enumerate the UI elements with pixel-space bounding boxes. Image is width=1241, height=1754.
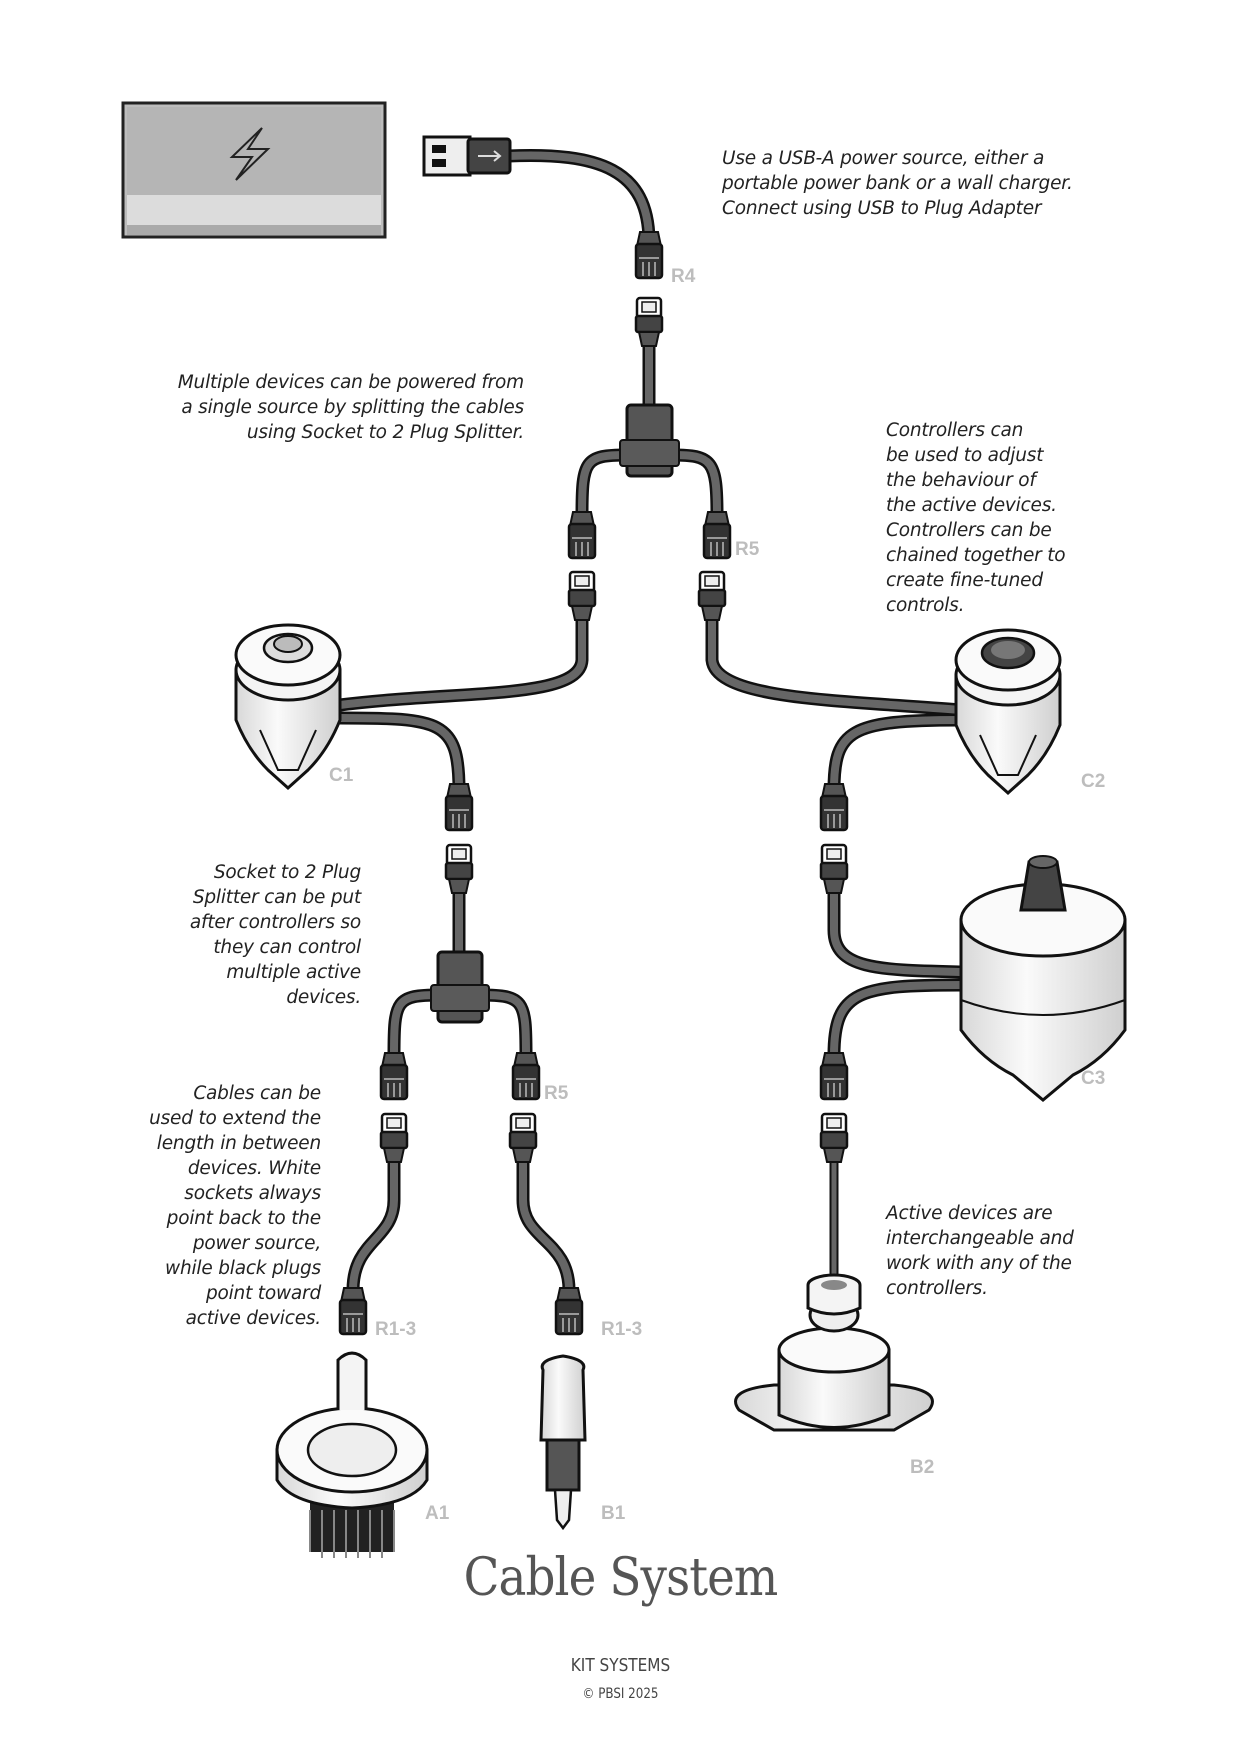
socket-connector — [634, 296, 664, 347]
plug-connector — [819, 783, 849, 832]
note-line: sockets always — [184, 1183, 321, 1204]
label-c1: C1 — [329, 765, 354, 786]
note-line: portable power bank or a wall charger. — [722, 173, 1073, 194]
plug-connector — [702, 511, 732, 560]
page-title: Cable System — [463, 1548, 779, 1608]
plug-connector — [379, 1052, 409, 1101]
plug-connector — [567, 511, 597, 560]
socket-connector — [508, 1112, 538, 1163]
label-b2: B2 — [910, 1457, 934, 1478]
splitter-bottom — [430, 950, 490, 1024]
plug-connector — [338, 1287, 368, 1336]
cables — [333, 149, 969, 1297]
note-line: length in between — [156, 1133, 321, 1154]
note-line: power source, — [192, 1233, 321, 1254]
note-line: used to extend the — [149, 1108, 321, 1129]
label-a1: A1 — [425, 1503, 450, 1524]
plug-connector — [634, 231, 664, 280]
brand-name: KIT SYSTEMS — [570, 1655, 671, 1676]
label-c3: C3 — [1081, 1068, 1105, 1089]
note-line: Active devices are — [886, 1203, 1053, 1224]
note-line: while black plugs — [165, 1258, 321, 1279]
controller-c3 — [959, 855, 1127, 1102]
note-line: Use a USB-A power source, either a — [722, 148, 1045, 169]
note-line: be used to adjust — [886, 445, 1044, 466]
note-line: interchangeable and — [886, 1228, 1074, 1249]
lightning-bolt-icon — [229, 127, 271, 181]
usb-plug — [422, 135, 512, 177]
note-line: create fine-tuned — [886, 570, 1043, 591]
note-controllers: Controllers can be used to adjust the beha… — [886, 418, 1066, 618]
socket-connector — [379, 1112, 409, 1163]
note-line: active devices. — [185, 1308, 322, 1329]
copyright: © PBSI 2025 — [582, 1686, 659, 1702]
note-line: work with any of the — [886, 1253, 1072, 1274]
splitter-top — [619, 403, 680, 478]
note-line: the behaviour of — [886, 470, 1036, 491]
note-line: after controllers so — [189, 912, 361, 933]
note-line: devices. White — [187, 1158, 321, 1179]
label-r4: R4 — [671, 266, 696, 287]
socket-connector — [819, 843, 849, 894]
note-cables: Cables can be used to extend the length in… — [149, 1081, 321, 1331]
socket-connector — [697, 570, 727, 621]
socket-connector — [444, 843, 474, 894]
note-line: using Socket to 2 Plug Splitter. — [246, 422, 524, 443]
note-line: a single source by splitting the cables — [181, 397, 524, 418]
plug-connector — [819, 1052, 849, 1101]
note-line: Socket to 2 Plug — [213, 862, 361, 883]
note-line: chained together to — [886, 545, 1066, 566]
usb-icon — [478, 150, 502, 162]
plug-connector — [554, 1287, 584, 1336]
note-line: multiple active — [226, 962, 361, 983]
active-device-a1 — [275, 1351, 429, 1558]
note-line: Controllers can be — [886, 520, 1052, 541]
plug-connector — [511, 1052, 541, 1101]
note-line: Cables can be — [193, 1083, 321, 1104]
note-line: Connect using USB to Plug Adapter — [722, 198, 1042, 219]
active-device-b2 — [734, 1273, 934, 1432]
note-line: devices. — [286, 987, 361, 1008]
note-line: Multiple devices can be powered from — [177, 372, 524, 393]
label-r5-top: R5 — [735, 539, 760, 560]
note-line: controllers. — [886, 1278, 988, 1299]
label-b1: B1 — [601, 1503, 626, 1524]
label-r1-3-right: R1-3 — [601, 1319, 642, 1340]
power-bank — [121, 101, 387, 239]
note-line: they can control — [213, 937, 361, 958]
note-splitter: Multiple devices can be powered from a si… — [178, 370, 524, 445]
socket-connector — [819, 1112, 849, 1163]
active-device-b1 — [539, 1354, 587, 1531]
controller-c2 — [954, 628, 1062, 796]
note-line: Controllers can — [886, 420, 1024, 441]
note-line: point back to the — [166, 1208, 322, 1229]
controller-c1 — [234, 623, 342, 791]
note-line: Splitter can be put — [192, 887, 361, 908]
socket-connector — [567, 570, 597, 621]
note-line: the active devices. — [886, 495, 1057, 516]
note-active-devices: Active devices are interchangeable and wor… — [886, 1201, 1074, 1301]
plug-connector — [444, 783, 474, 832]
note-line: controls. — [886, 595, 965, 616]
note-power-source: Use a USB-A power source, either a portab… — [722, 146, 1073, 221]
label-r1-3-left: R1-3 — [375, 1319, 416, 1340]
label-r5-bottom: R5 — [544, 1083, 569, 1104]
note-line: point toward — [205, 1283, 321, 1304]
label-c2: C2 — [1081, 771, 1105, 792]
